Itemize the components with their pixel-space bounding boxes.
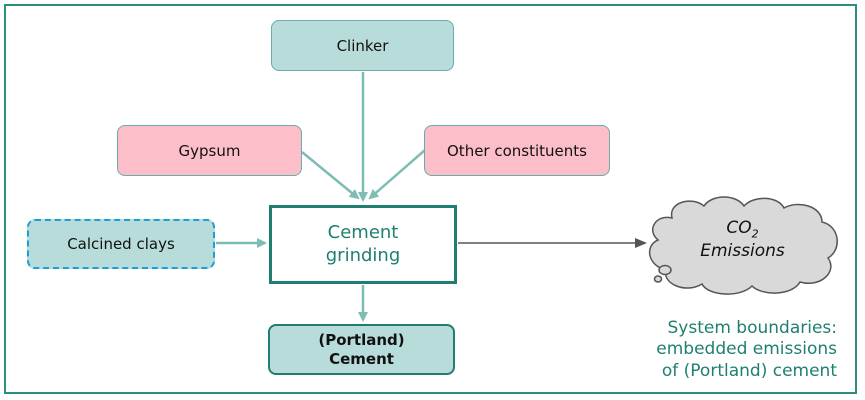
portland-cement-line2: Cement [329,349,394,368]
portland-cement-line1: (Portland) [318,330,405,349]
co2-prefix: CO [726,218,752,238]
co2-emissions-label: CO2 Emissions [650,218,835,261]
other-constituents-box: Other constituents [424,125,610,176]
gypsum-label: Gypsum [178,141,241,160]
emissions-cloud [648,196,838,295]
boundary-note-line1: System boundaries: [667,318,837,338]
calcined-clays-label: Calcined clays [67,235,175,253]
cement-grinding-box: Cement grinding [269,205,457,284]
boundary-note-line2: embedded emissions [656,339,837,360]
co2-formula: CO2 [650,218,835,241]
other-constituents-label: Other constituents [447,141,587,160]
calcined-clays-box: Calcined clays [27,219,215,269]
arrow-other-to-grinding [368,149,426,200]
clinker-box: Clinker [271,20,454,71]
system-boundaries-note: System boundaries: embedded emissions of… [600,318,837,382]
cement-grinding-line2: grinding [325,244,401,266]
cement-grinding-line1: Cement [327,222,399,243]
clinker-label: Clinker [336,36,389,55]
portland-cement-box: (Portland) Cement [268,324,455,375]
emissions-word: Emissions [700,240,785,261]
arrow-gypsum-to-grinding [301,151,360,200]
co2-subscript: 2 [751,227,759,241]
system-boundary-frame [4,4,857,394]
gypsum-box: Gypsum [117,125,302,176]
boundary-note-line3: of (Portland) cement [661,360,837,381]
